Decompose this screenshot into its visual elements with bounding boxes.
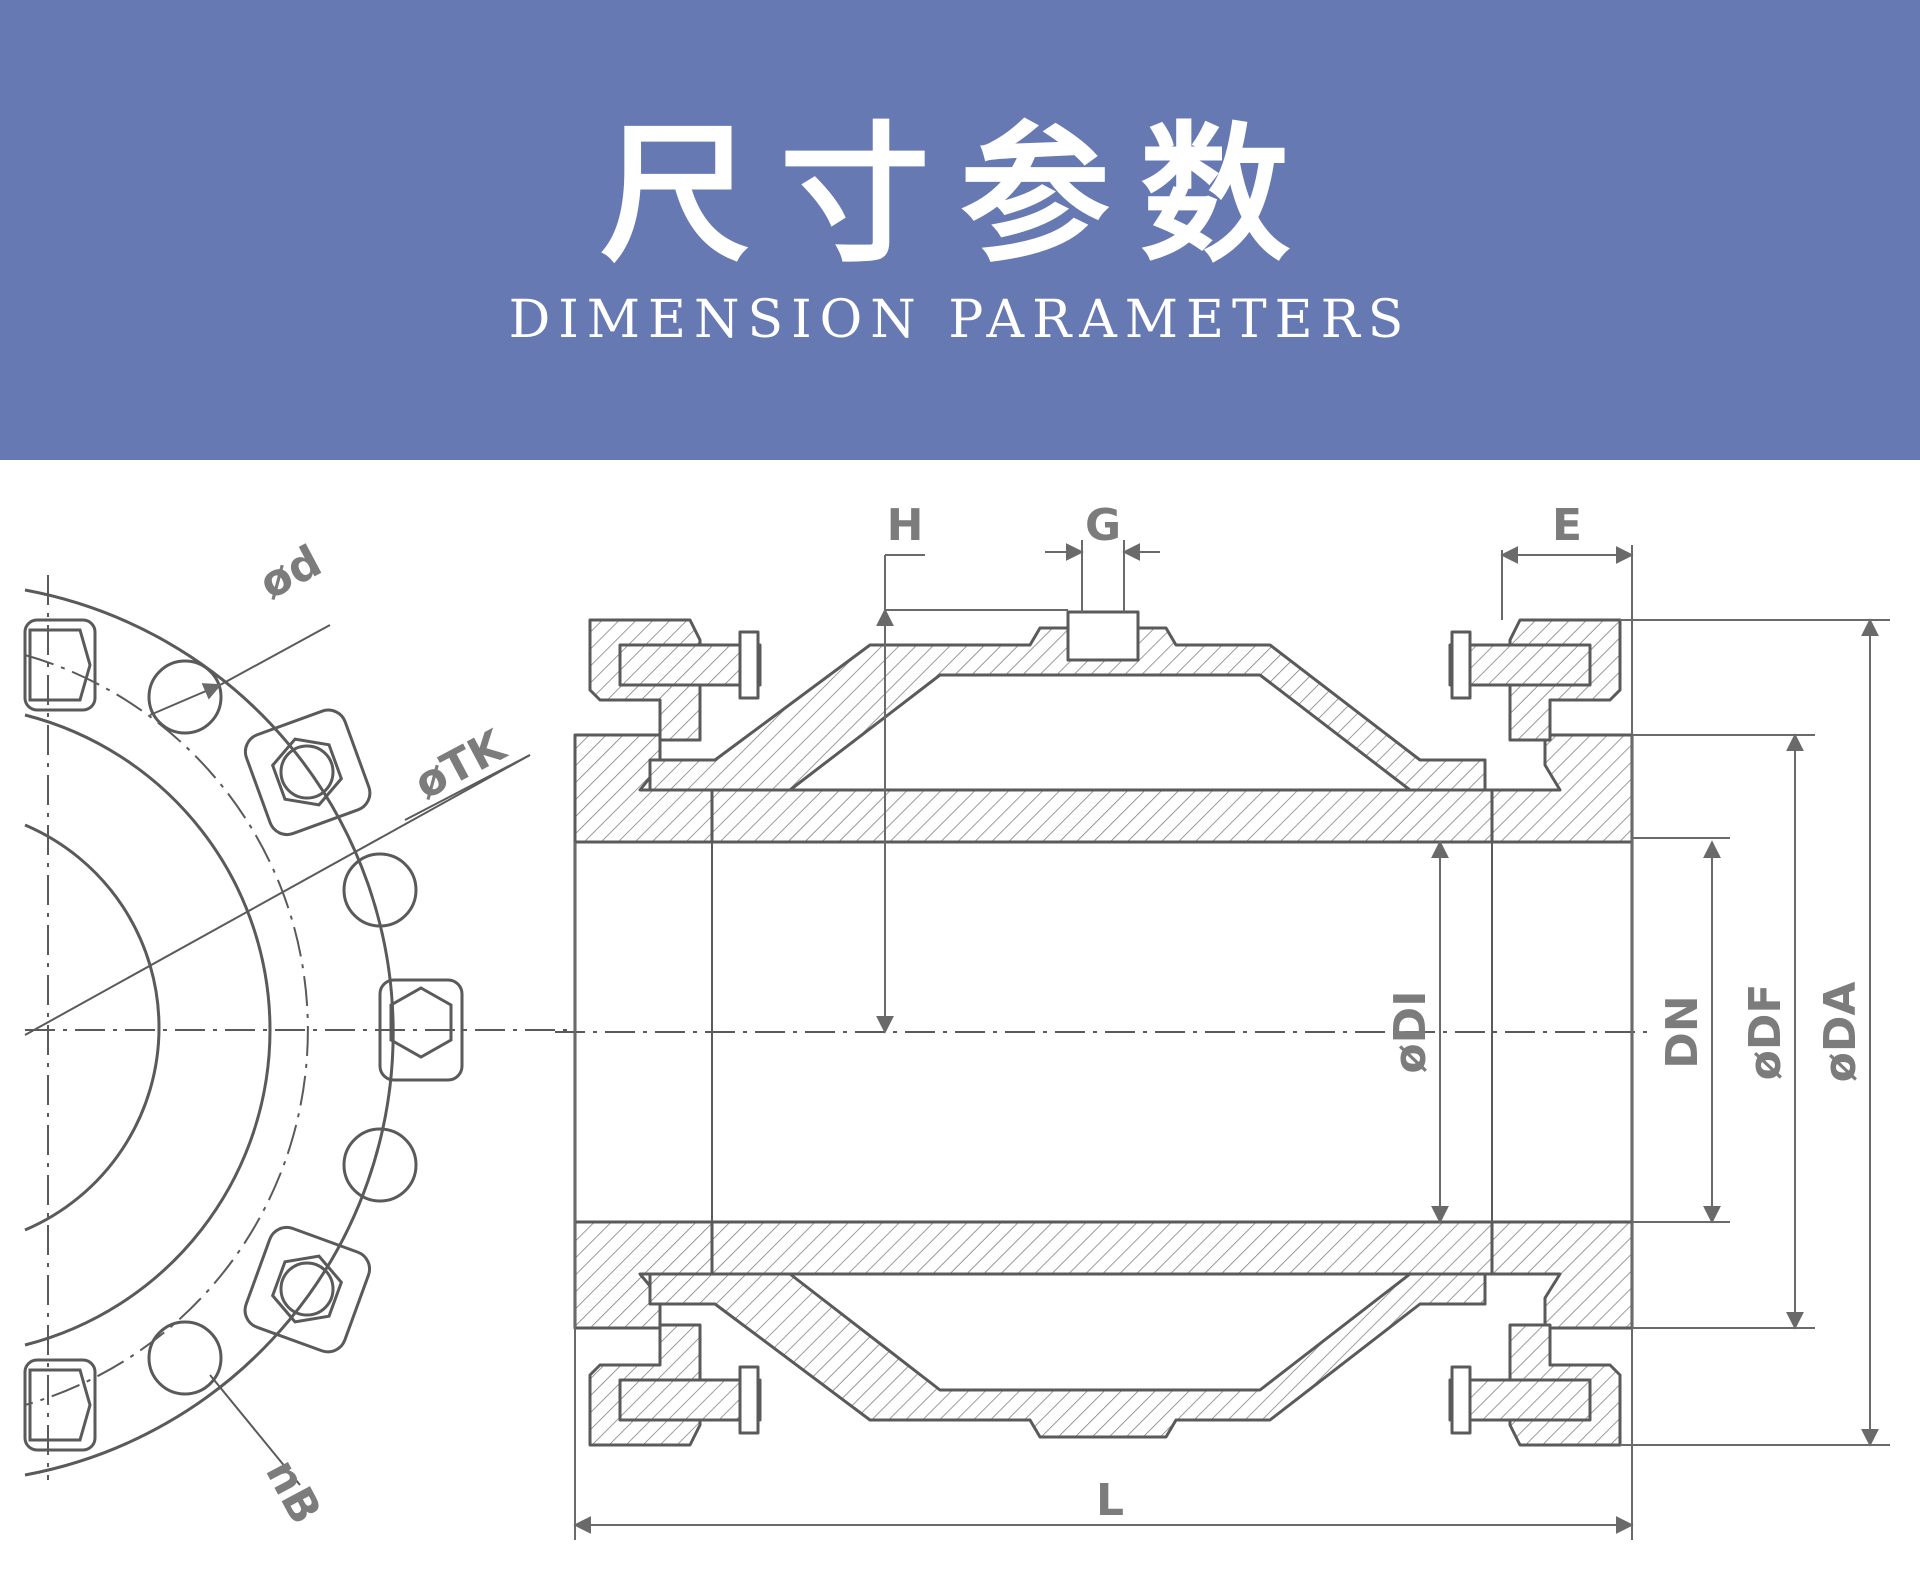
bolt-hole — [147, 659, 223, 735]
label-d: ød — [251, 536, 329, 610]
dimension-lines — [573, 540, 1890, 1540]
section-view — [555, 610, 1650, 1447]
label-di: øDI — [1385, 990, 1436, 1073]
nb-leader — [209, 1374, 301, 1486]
bellows-top — [648, 626, 1487, 792]
g-slot — [1066, 610, 1140, 662]
bolt-head — [243, 708, 372, 837]
label-tk: øTK — [406, 719, 515, 809]
label-nb: nB — [255, 1451, 330, 1532]
d-arrow — [149, 683, 222, 716]
bolt-hole — [342, 852, 418, 928]
bolt-hole — [147, 1320, 223, 1396]
bolt-hole — [342, 1127, 418, 1203]
label-l: L — [1096, 1475, 1124, 1526]
pipe-wall-top — [710, 788, 1494, 844]
page-subtitle: DIMENSION PARAMETERS — [508, 290, 1412, 350]
bolt-head — [23, 1358, 97, 1452]
page-title: 尺寸参数 — [599, 107, 1320, 283]
bellows-bottom — [648, 1272, 1487, 1439]
label-e: E — [1552, 500, 1582, 551]
label-df: øDF — [1740, 984, 1791, 1081]
header-banner: 尺寸参数 DIMENSION PARAMETERS — [0, 0, 1920, 460]
flange-bore — [24, 823, 161, 1232]
tk-leader — [24, 754, 531, 1036]
label-g: G — [1085, 500, 1121, 551]
bolt-head — [378, 978, 464, 1082]
flange-right-top — [1490, 733, 1634, 844]
flange-front-view — [23, 575, 570, 1486]
bolts — [618, 630, 1592, 1435]
label-da: øDA — [1815, 982, 1866, 1083]
pipe-wall-bottom — [710, 1220, 1494, 1276]
label-dn: DN — [1657, 995, 1708, 1068]
bolt-head — [243, 1225, 372, 1354]
bolt-head — [23, 618, 97, 712]
flange-inner-edge — [24, 713, 272, 1347]
label-h: H — [887, 500, 924, 551]
flange-right-bottom — [1490, 1220, 1634, 1330]
